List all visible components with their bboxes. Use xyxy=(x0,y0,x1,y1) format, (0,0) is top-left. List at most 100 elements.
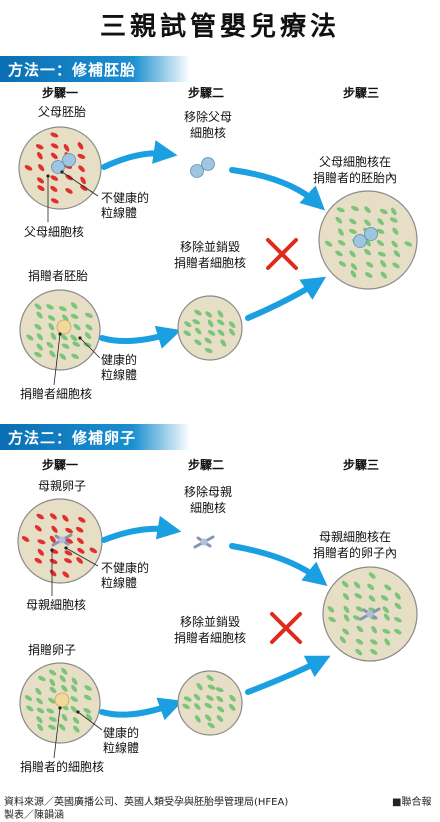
mitochondrion xyxy=(48,323,55,331)
mitochondrion xyxy=(34,557,43,564)
method1-transferred-nucleus xyxy=(353,234,367,248)
method2-heading: 方法二：修補卵子 xyxy=(8,429,137,447)
mitochondrion xyxy=(392,227,399,235)
mitochondrion xyxy=(62,314,69,322)
method1-removed-nucleus xyxy=(201,157,215,171)
method1-destroy-label-2: 捐贈者細胞核 xyxy=(173,256,246,270)
mitochondrion xyxy=(342,628,350,635)
mitochondrion xyxy=(71,353,79,359)
mitochondrion xyxy=(207,319,214,328)
mitochondrion xyxy=(35,144,44,150)
leader-dot xyxy=(76,710,80,714)
mitochondrion xyxy=(46,341,54,349)
mitochondrion xyxy=(207,684,216,690)
mitochondrion xyxy=(327,606,335,613)
mitochondrion xyxy=(47,315,56,321)
mitochondrion xyxy=(76,557,83,564)
mitochondrion xyxy=(48,697,56,704)
mitochondrion xyxy=(349,218,357,225)
mitochondrion xyxy=(24,165,33,171)
mitochondrion xyxy=(38,164,45,172)
flow-arrow xyxy=(229,543,328,586)
mitochondrion xyxy=(394,628,402,635)
method1-result-label-2: 捐贈者的胚胎內 xyxy=(312,171,397,185)
mitochondrion xyxy=(59,675,66,683)
cross-mark xyxy=(270,612,302,644)
flow-arrow xyxy=(101,515,182,543)
mitochondrion xyxy=(35,687,42,695)
mitochondrion xyxy=(324,240,333,247)
mitochondrion xyxy=(228,328,236,336)
method1-banner: 方法一：修補胚胎 xyxy=(0,56,190,82)
method2-healthy-label-1: 健康的 xyxy=(103,726,140,740)
mitochondrion xyxy=(376,228,385,234)
method1-parent-nucleus xyxy=(51,160,65,174)
mitochondrion xyxy=(59,353,67,360)
mitochondrion xyxy=(367,583,375,591)
method2-parent-cell-label: 母親卵子 xyxy=(38,479,87,493)
mitochondrion xyxy=(183,330,191,337)
mitochondrion xyxy=(37,539,46,545)
method1-healthy-label-2: 粒線體 xyxy=(101,368,138,382)
mitochondrion xyxy=(36,177,45,184)
mitochondrion xyxy=(205,311,213,318)
mitochondrion xyxy=(73,323,81,331)
mitochondrion xyxy=(64,550,73,556)
method2-destroy-label-2: 捐贈者細胞核 xyxy=(173,631,246,645)
method2-step3: 步驟三 xyxy=(343,458,380,472)
mitochondrion xyxy=(356,625,364,633)
mitochondrion xyxy=(78,165,85,173)
leader-line xyxy=(77,711,103,731)
mitochondrion xyxy=(377,251,386,257)
mitochondrion xyxy=(80,176,86,185)
method1-destroy-label-1: 移除並銷毀 xyxy=(179,240,240,254)
mitochondrion xyxy=(49,569,57,577)
mitochondrion xyxy=(70,313,79,319)
mitochondrion xyxy=(379,208,388,215)
method2-destroy-label-1: 移除並銷毀 xyxy=(179,615,240,629)
method1-step1: 步驟一 xyxy=(42,86,79,100)
mitochondrion xyxy=(72,341,81,347)
mitochondrion xyxy=(21,536,30,542)
page-title: 三親試管嬰兒療法 xyxy=(99,12,340,42)
method1-remove-label-1: 移除父母 xyxy=(183,110,232,124)
mitochondrion xyxy=(70,302,78,309)
method1-heading: 方法一：修補胚胎 xyxy=(8,61,137,79)
mitochondrion xyxy=(76,537,84,545)
mitochondrion xyxy=(73,725,80,733)
mitochondrion xyxy=(84,685,92,691)
mitochondrion xyxy=(343,605,350,614)
mitochondrion xyxy=(50,185,58,192)
mitochondrion xyxy=(83,694,92,701)
mitochondrion xyxy=(34,303,42,310)
mitochondrion xyxy=(383,613,390,621)
method2-banner: 方法二：修補卵子 xyxy=(0,424,190,450)
mitochondrion xyxy=(65,174,73,181)
method1-donor-nucleus-label: 捐贈者細胞核 xyxy=(20,387,93,401)
mitochondrion xyxy=(48,716,57,722)
mitochondrion xyxy=(85,713,93,721)
mitochondrion xyxy=(377,218,384,226)
mitochondrion xyxy=(391,240,398,248)
mitochondrion xyxy=(204,347,213,354)
mitochondrion xyxy=(338,228,344,236)
method2-result-label-2: 捐贈者的卵子內 xyxy=(312,546,397,560)
cross-mark xyxy=(266,238,298,270)
mitochondrion xyxy=(37,185,45,191)
mitochondrion xyxy=(228,321,236,329)
mitochondrion xyxy=(337,240,346,246)
mitochondrion xyxy=(61,713,68,722)
flow-arrow xyxy=(99,325,182,349)
mitochondrion xyxy=(217,706,225,713)
method1-result-label-1: 父母細胞核在 xyxy=(318,155,391,169)
method2-parent-nucleus-label: 母親細胞核 xyxy=(26,598,87,612)
mitochondrion xyxy=(349,250,356,258)
mitochondrion xyxy=(61,343,70,349)
leader-line xyxy=(65,547,99,567)
flow-arrow xyxy=(101,140,178,170)
mitochondrion xyxy=(58,723,66,731)
method2-unhealthy-label-2: 粒線體 xyxy=(101,576,138,590)
mitochondrion xyxy=(26,334,34,341)
mitochondrion xyxy=(183,696,192,702)
leader-dot xyxy=(64,546,68,550)
